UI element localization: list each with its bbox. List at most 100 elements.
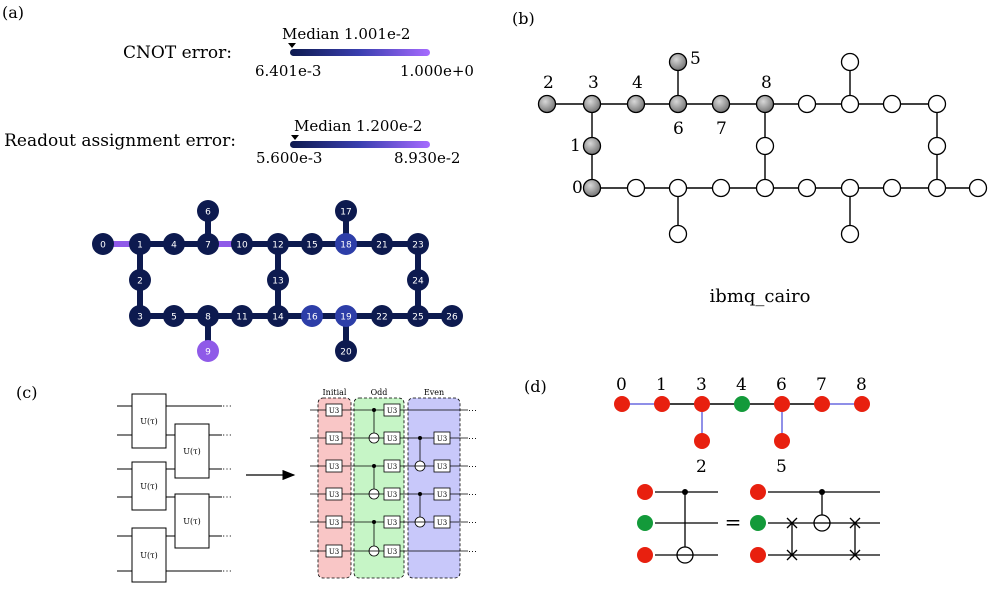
active-qubit-0 (582, 178, 602, 198)
qubit-node-14 (267, 305, 289, 327)
brick-wire-ellipsis: ⋯ (222, 401, 232, 412)
idle-qubit (927, 94, 947, 114)
active-qubit-3 (582, 94, 602, 114)
u3-gate-label: U3 (387, 407, 397, 415)
qubit-node-8 (197, 305, 219, 327)
qubit-label-4: 4 (171, 241, 177, 251)
idle-qubit (668, 224, 688, 244)
u3-gate-label: U3 (329, 519, 339, 527)
idle-qubit (840, 224, 860, 244)
qubit-label-13: 13 (272, 277, 283, 287)
qubit-label-18: 18 (340, 241, 352, 251)
u3-gate (325, 544, 343, 558)
qubit-label-7: 7 (205, 241, 211, 251)
brick-wire-ellipsis: ⋯ (222, 566, 232, 577)
eq-cnot2-control (819, 489, 825, 495)
lattice-label-7: 7 (716, 119, 727, 139)
readout-median-marker (291, 135, 299, 140)
qubit-label-3: 3 (137, 313, 143, 323)
u3-gate (325, 459, 343, 473)
qubit-node-16 (301, 305, 323, 327)
u3-gate-label: U3 (387, 548, 397, 556)
qubit-node-13 (267, 269, 289, 291)
trotter-block-3 (174, 493, 210, 549)
idle-qubit (882, 94, 902, 114)
trotter-block-label: U(τ) (183, 447, 200, 456)
qubit-node-23 (407, 233, 429, 255)
brick-wire-ellipsis: ⋯ (222, 492, 232, 503)
lattice-label-4: 4 (632, 73, 643, 93)
qubit-node-9 (197, 340, 219, 362)
qubit-node-2 (129, 269, 151, 291)
chain-label-3: 3 (696, 375, 707, 395)
lattice-label-5: 5 (690, 49, 701, 69)
qubit-node-20 (335, 340, 357, 362)
qubit-label-11: 11 (236, 313, 247, 323)
chain-qubit-2 (694, 433, 710, 449)
u3-gate (325, 431, 343, 445)
chain-qubit-7 (814, 396, 830, 412)
idle-qubit (840, 94, 860, 114)
qubit-label-2: 2 (137, 277, 143, 287)
qubit-label-23: 23 (412, 241, 423, 251)
qubit-label-20: 20 (340, 348, 352, 358)
decomp-wire-ellipsis: ⋯ (468, 406, 477, 416)
panel-label-a: (a) (2, 3, 24, 22)
qubit-label-24: 24 (412, 277, 424, 287)
qubit-node-0 (92, 233, 114, 255)
u3-gate-label: U3 (437, 491, 447, 499)
cnot-median-marker (288, 43, 296, 48)
equals-sign: = (725, 510, 742, 534)
qubit-node-6 (197, 200, 219, 222)
lattice-label-3: 3 (588, 73, 599, 93)
eq-right-qubit-2 (750, 547, 766, 563)
eq-left-qubit-0 (637, 484, 653, 500)
u3-gate (325, 487, 343, 501)
chain-label-2: 2 (696, 457, 707, 477)
chain-label-6: 6 (776, 375, 787, 395)
qubit-node-19 (335, 305, 357, 327)
readout-median-label: Median 1.200e-2 (294, 117, 422, 135)
cnot-median-label: Median 1.001e-2 (282, 25, 410, 43)
lattice-label-2: 2 (543, 73, 554, 93)
qubit-node-7 (197, 233, 219, 255)
readout-gradient-bar (290, 141, 430, 148)
qubit-label-25: 25 (412, 313, 423, 323)
u3-gate-label: U3 (387, 435, 397, 443)
chain-qubit-0 (614, 396, 630, 412)
brick-wire-ellipsis: ⋯ (222, 464, 232, 475)
qubit-label-26: 26 (446, 313, 458, 323)
active-qubit-8 (755, 94, 775, 114)
trotter-block-label: U(τ) (140, 551, 157, 560)
qubit-node-17 (335, 200, 357, 222)
u3-gate-label: U3 (329, 463, 339, 471)
qubit-node-18 (335, 233, 357, 255)
active-qubit-1 (582, 136, 602, 156)
panel-label-d: (d) (524, 377, 547, 396)
u3-gate (433, 431, 451, 445)
u3-gate (433, 487, 451, 501)
idle-qubit (882, 178, 902, 198)
u3-gate (383, 544, 401, 558)
idle-qubit (668, 178, 688, 198)
u3-gate-label: U3 (437, 463, 447, 471)
idle-qubit (711, 178, 731, 198)
u3-gate-label: U3 (437, 519, 447, 527)
qubit-label-15: 15 (306, 241, 317, 251)
u3-gate (383, 431, 401, 445)
trotter-block-2 (131, 461, 167, 511)
active-qubit-5 (668, 52, 688, 72)
brick-wire-ellipsis: ⋯ (222, 430, 232, 441)
active-qubit-6 (668, 94, 688, 114)
qubit-label-6: 6 (205, 208, 211, 218)
swap-cross (849, 517, 861, 529)
chain-qubit-8 (854, 396, 870, 412)
layer-label-odd: Odd (371, 388, 388, 397)
chain-qubit-6 (774, 396, 790, 412)
qubit-node-10 (231, 233, 253, 255)
u3-gate-label: U3 (329, 548, 339, 556)
device-name-label: ibmq_cairo (710, 286, 811, 307)
decomp-wire-ellipsis: ⋯ (468, 434, 477, 444)
cnot-min-label: 6.401e-3 (255, 62, 321, 80)
